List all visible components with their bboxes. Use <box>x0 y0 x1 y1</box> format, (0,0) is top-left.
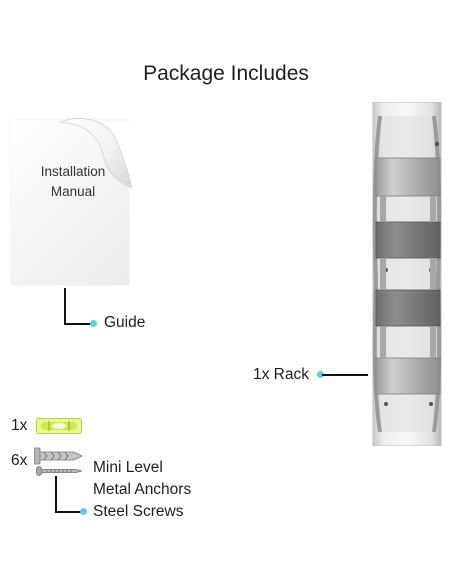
guide-callout-dot <box>90 320 97 327</box>
rack-label: 1x Rack <box>253 366 309 383</box>
hardware-item-steel-screws: Steel Screws <box>93 503 184 520</box>
hardware-callout-line-horizontal <box>55 511 81 513</box>
manual-text-line-1: Installation <box>40 164 106 179</box>
guide-callout-line-horizontal <box>64 323 91 325</box>
hardware-callout-line-vertical <box>55 476 57 512</box>
page-curl-icon <box>60 118 132 188</box>
guide-label: Guide <box>104 314 146 331</box>
rack-callout-dot <box>317 371 324 378</box>
hardware-item-mini-level: Mini Level <box>93 459 163 476</box>
hardware-item-metal-anchors: Metal Anchors <box>93 481 192 498</box>
steel-screw-icon <box>36 466 82 476</box>
mini-level-icon <box>36 418 82 434</box>
hardware-callout-dot <box>80 508 87 515</box>
metal-anchor-icon <box>34 447 83 465</box>
manual-text-line-2: Manual <box>50 184 96 199</box>
guide-callout-line-vertical <box>64 288 66 324</box>
installation-manual: Installation Manual <box>11 118 132 285</box>
rack-callout-line <box>322 374 368 376</box>
anchors-qty: 6x <box>11 452 28 469</box>
mini-level-qty: 1x <box>11 417 28 434</box>
manual-text: Installation Manual <box>23 162 123 202</box>
wine-rack-image <box>372 102 442 446</box>
page-title: Package Includes <box>143 62 309 85</box>
